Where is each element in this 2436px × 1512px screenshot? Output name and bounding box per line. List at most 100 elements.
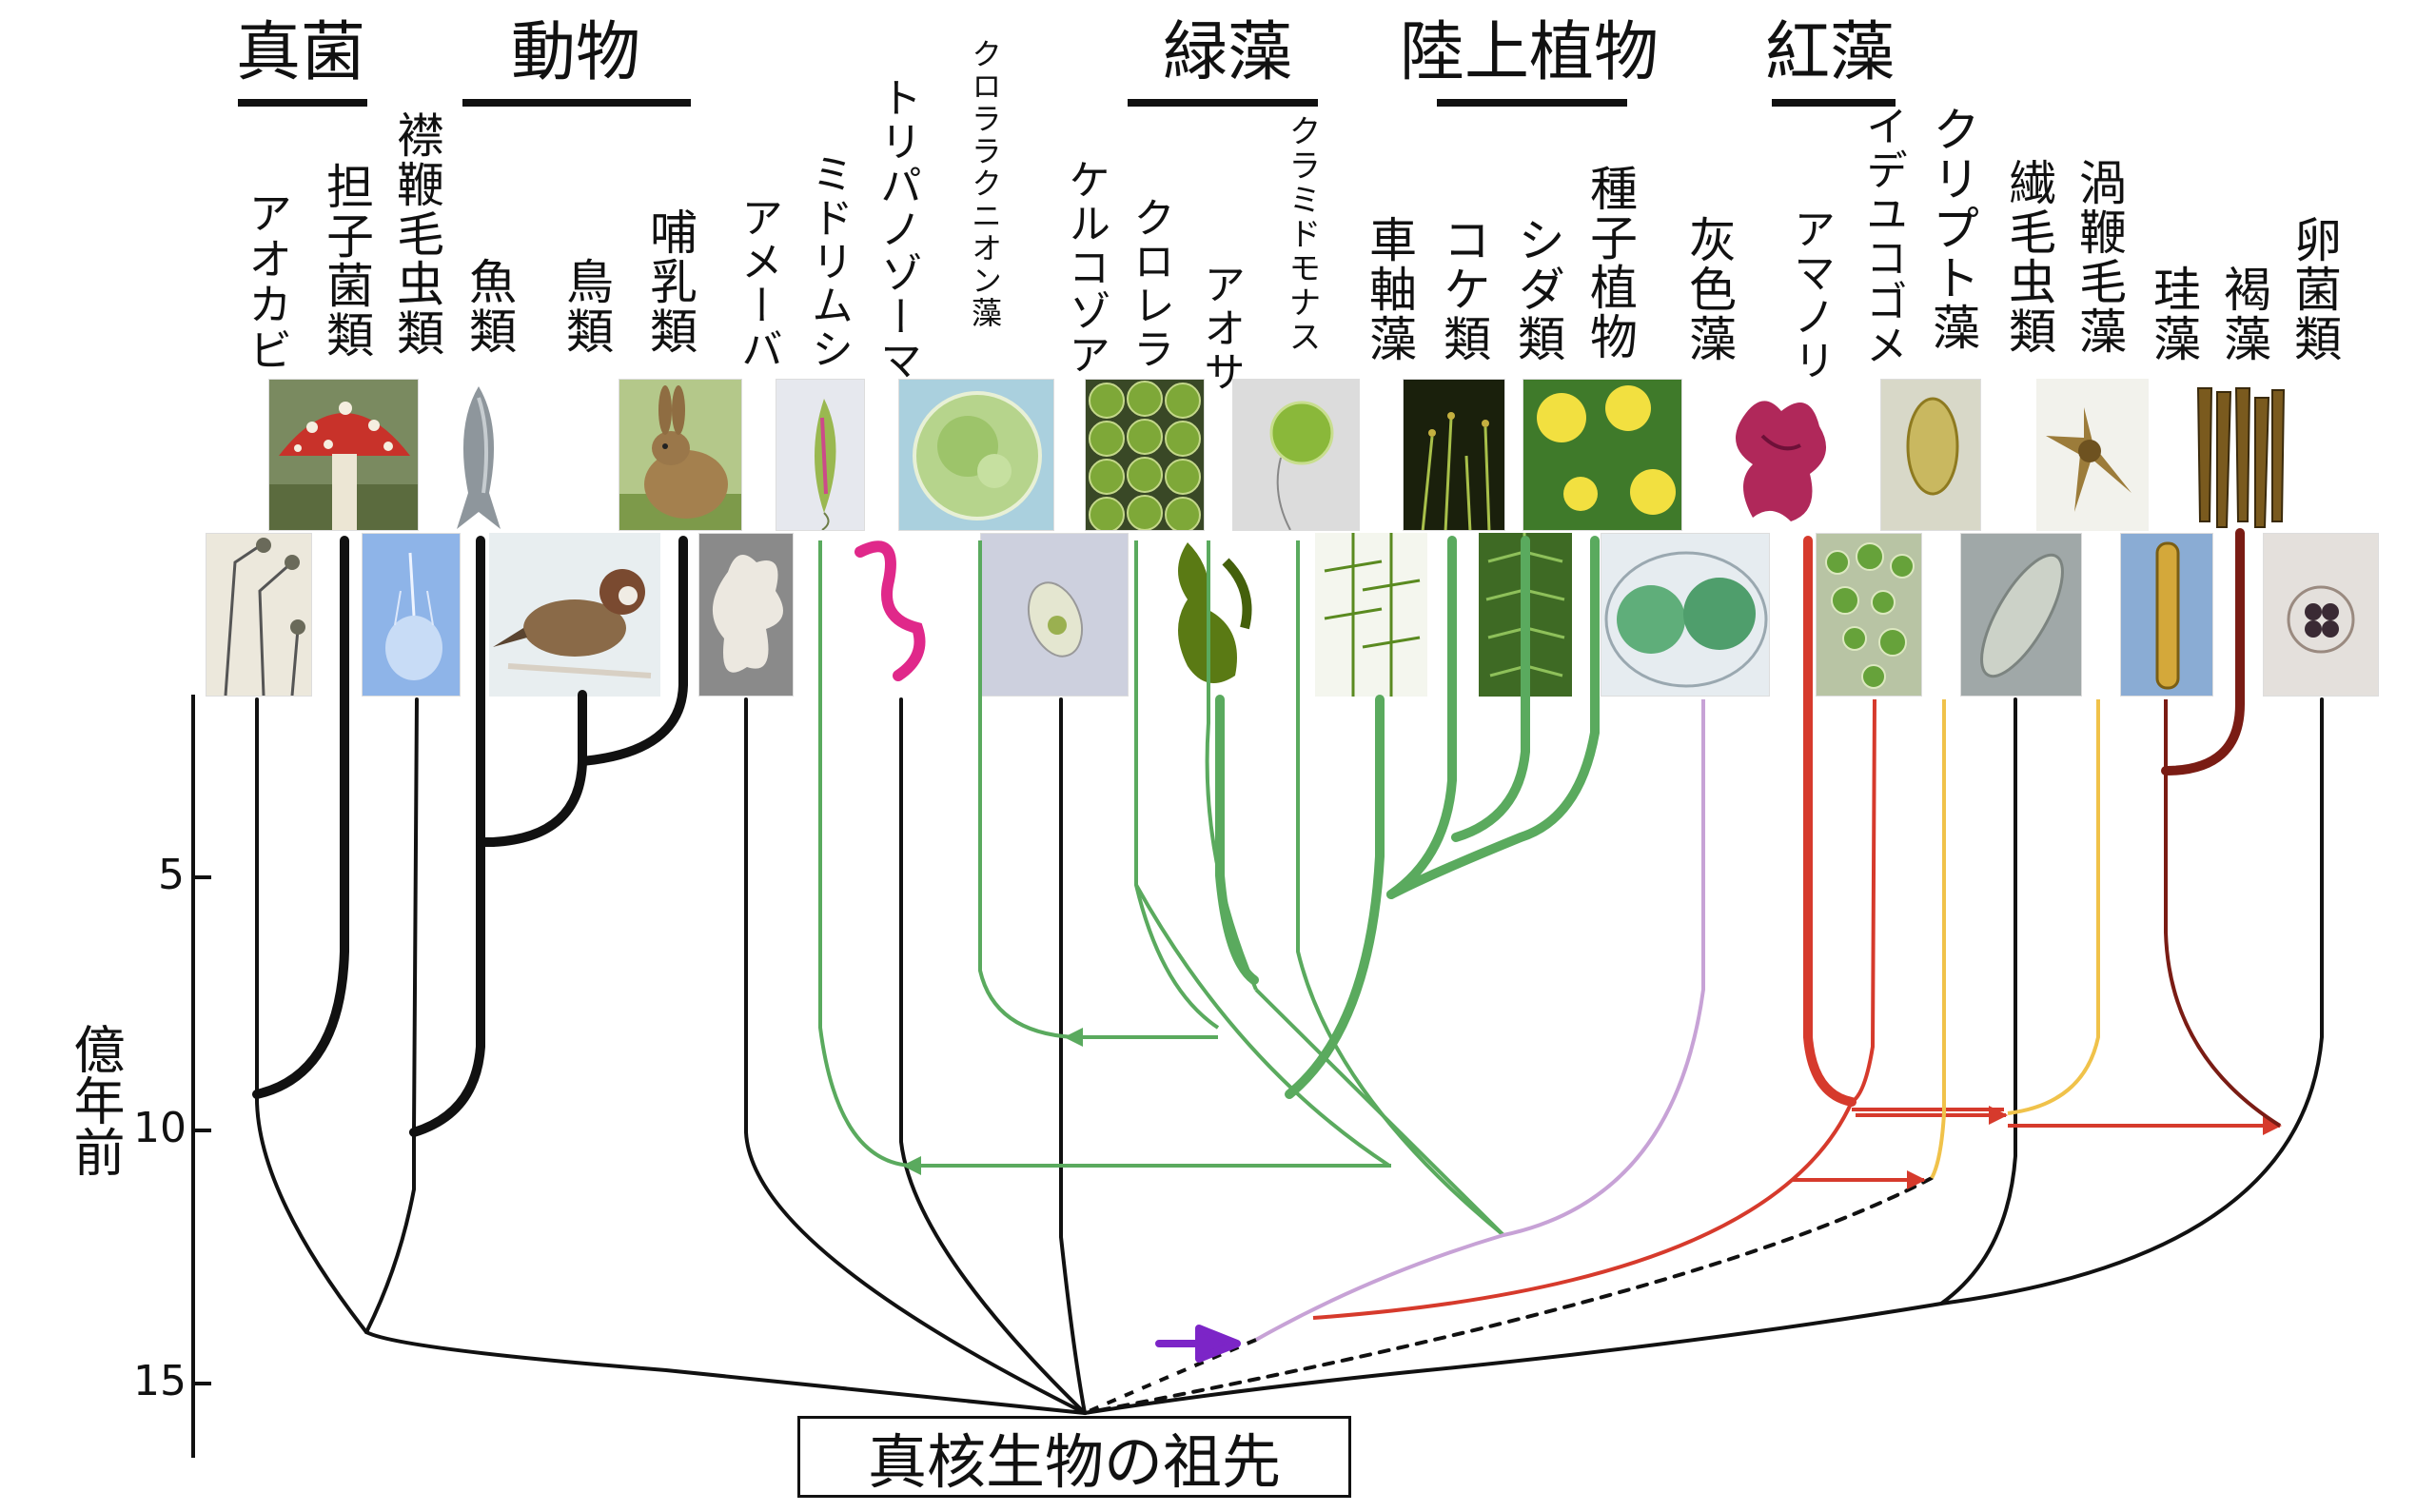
taxon-label-keiso: 珪藻	[2146, 265, 2201, 363]
branch-keiso	[2164, 699, 2282, 1128]
branch-tanshi	[252, 536, 349, 1099]
taxon-label-amanori: アマノリ	[1786, 207, 1835, 383]
branch-archaeplastida-root	[1084, 1338, 1257, 1415]
tick-label-10: 10	[133, 1104, 187, 1152]
branch-chlorarachnion	[978, 540, 1074, 1039]
dinoflagellate-photo	[2036, 379, 2149, 531]
taxon-label-eribenmou: 襟鞭毛虫類	[389, 110, 444, 358]
taxon-label-idegogome: イデユコゴメ	[1858, 105, 1907, 367]
branch-sennmou	[1939, 697, 2017, 1306]
branch-honyurui	[578, 536, 688, 766]
root-label-box: 真核生物の祖先	[797, 1416, 1351, 1498]
taxon-label-cryptophyte: クリプト藻	[1925, 105, 1980, 352]
oomycete-photo	[2263, 533, 2379, 697]
taxon-label-shushi: 種子植物	[1582, 164, 1638, 362]
branch-kasso	[2161, 528, 2245, 776]
branch-shida	[1451, 536, 1530, 842]
dandelion-photo	[1522, 379, 1682, 531]
branch-uzu	[2007, 699, 2100, 1115]
choanoflagellate-photo	[362, 533, 461, 697]
branch-chlamydomonas	[1296, 540, 1505, 1237]
group-label-animals: 動物	[510, 15, 640, 90]
group-bar-red-algae	[1772, 99, 1896, 107]
branch-gyorui	[409, 536, 485, 1137]
branch-haishoku	[1255, 699, 1705, 1342]
branch-fungi-animals	[364, 1330, 1087, 1415]
taxon-label-aosa: アオサ	[1196, 263, 1245, 394]
branch-idegogome	[1850, 698, 1876, 1104]
branch-aosa-thick	[1215, 695, 1259, 985]
trypanosome-photo	[841, 533, 934, 697]
taxon-label-gyorui: 魚類	[462, 257, 517, 356]
branch-green-diagonal-1	[1134, 884, 1391, 1168]
branch-red-stem	[1312, 1101, 1854, 1320]
euglena-photo	[776, 379, 865, 531]
taxon-label-tanshi: 担子菌類	[319, 162, 374, 360]
branch-amanori	[1803, 536, 1856, 1107]
taxon-label-cercozoa: ケルコゾア	[1061, 158, 1110, 377]
branch-dashed-idegogome	[1083, 1176, 1934, 1415]
tick-label-5: 5	[158, 851, 185, 899]
branch-koke	[1386, 536, 1457, 899]
taxon-label-chlorarachnion: クロララクニオン藻	[967, 38, 1003, 329]
taxon-label-uzu: 渦鞭毛藻	[2072, 158, 2127, 356]
moss-photo	[1403, 379, 1505, 531]
branch-ameba	[744, 697, 1087, 1415]
branch-sar-root	[1083, 1302, 1943, 1415]
branch-shushi	[1386, 536, 1600, 899]
chlamydomonas-photo	[1232, 379, 1360, 531]
amoeba-photo	[698, 533, 794, 697]
branch-trypanosoma	[899, 697, 1087, 1415]
group-bar-land-plants	[1437, 99, 1627, 107]
taxon-label-chorui: 鳥類	[559, 257, 614, 356]
y-axis-label: 億年前	[65, 1023, 125, 1177]
paramecium-photo	[1960, 533, 2082, 697]
brown-kelp-photo	[2189, 379, 2288, 531]
red-seaweed-photo	[1724, 379, 1837, 531]
taxon-label-koke: コケ類	[1436, 215, 1491, 363]
taxon-label-honyurui: 哺乳類	[642, 207, 697, 356]
group-bar-animals	[462, 99, 691, 107]
tick-label-15: 15	[133, 1357, 187, 1405]
branch-aosa-cross	[1205, 540, 1258, 991]
round-green-cell-photo	[898, 379, 1054, 531]
taxon-label-sennmou: 繊毛虫類	[2001, 158, 2056, 356]
group-label-green-algae: 緑藻	[1162, 15, 1292, 90]
taxon-label-ameba: アメーバ	[734, 196, 782, 371]
group-label-fungi: 真菌	[235, 15, 365, 90]
branch-aokabi	[254, 697, 368, 1334]
taxon-label-midorimushi: ミドリムシ	[804, 152, 853, 371]
group-bar-fungi	[238, 99, 367, 107]
mold-photo	[206, 533, 312, 697]
cercozoan-photo	[980, 533, 1129, 697]
branch-eribenmou	[364, 697, 419, 1334]
taxon-label-haishoku: 灰色藻	[1681, 215, 1737, 363]
chara-photo	[1315, 533, 1427, 697]
purple-arrow-icon	[1155, 1325, 1241, 1363]
taxon-label-shajiku: 車軸藻	[1362, 215, 1417, 363]
rabbit-photo	[619, 379, 742, 531]
group-bar-green-algae	[1128, 99, 1318, 107]
taxon-label-chlorella: クロレラ	[1126, 196, 1174, 371]
taxon-label-rankin: 卵菌類	[2287, 215, 2342, 363]
taxon-label-trypanosoma: トリパノゾーマ	[873, 76, 921, 383]
group-label-land-plants: 陸上植物	[1399, 15, 1659, 90]
branch-shajiku	[1285, 695, 1385, 1099]
cyanidium-photo	[1816, 533, 1922, 697]
glaucophyte-photo	[1601, 533, 1770, 697]
branch-green-diagonal-2	[1254, 988, 1505, 1237]
group-label-red-algae: 紅藻	[1764, 15, 1895, 90]
diatom-photo	[2120, 533, 2213, 697]
fish-photo	[445, 379, 512, 531]
taxon-label-aokabi: アオカビ	[242, 190, 293, 373]
branch-cercozoa	[1059, 697, 1087, 1415]
sparrow-photo	[489, 533, 660, 697]
taxon-label-shida: シダ類	[1510, 215, 1565, 363]
branch-chlorella	[1134, 540, 1220, 1030]
branch-rankin	[1939, 697, 2324, 1306]
chlorella-cells-photo	[1085, 379, 1205, 531]
taxon-label-chlamydomonas: クラミドモナス	[1283, 114, 1321, 354]
cryptomonad-photo	[1880, 379, 1981, 531]
branch-midorimushi	[818, 540, 912, 1168]
